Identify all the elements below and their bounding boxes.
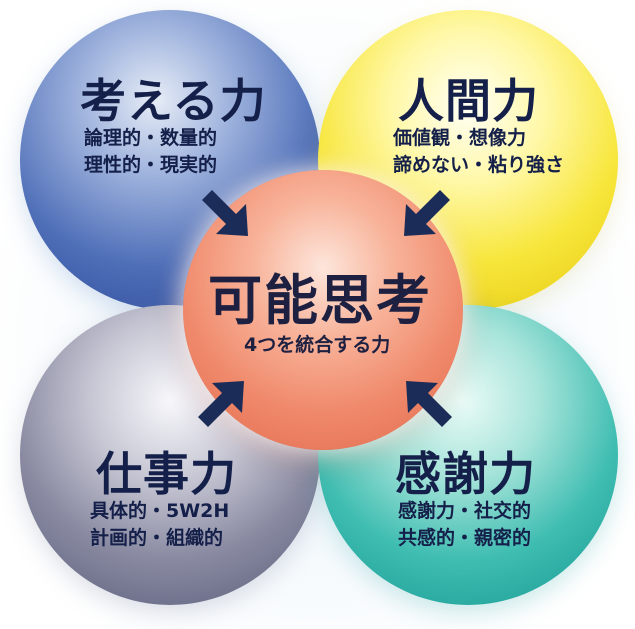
human-line-1: 価値観・想像力 bbox=[393, 127, 527, 149]
thanks-title: 感謝力 bbox=[395, 447, 536, 501]
arrow-top-right-icon bbox=[404, 190, 450, 236]
human-title: 人間力 bbox=[398, 74, 539, 128]
think-title: 考える力 bbox=[80, 74, 267, 128]
human-line-2: 諦めない・粘り強さ bbox=[393, 154, 565, 176]
arrow-bottom-left-icon bbox=[198, 381, 244, 427]
center-title: 可能思考 bbox=[208, 269, 432, 332]
center-subtitle: 4つを統合する力 bbox=[244, 334, 391, 356]
arrow-top-left-icon bbox=[202, 190, 248, 236]
think-line-1: 論理的・数量的 bbox=[84, 127, 218, 149]
work-title: 仕事力 bbox=[96, 447, 237, 501]
think-line-2: 理性的・現実的 bbox=[84, 154, 218, 176]
thanks-line-2: 共感的・親密的 bbox=[398, 527, 532, 549]
thanks-line-1: 感謝力・社交的 bbox=[398, 500, 532, 522]
arrow-bottom-right-icon bbox=[406, 381, 452, 427]
work-line-2: 計画的・組織的 bbox=[90, 527, 224, 549]
work-line-1: 具体的・5W2H bbox=[90, 500, 230, 522]
